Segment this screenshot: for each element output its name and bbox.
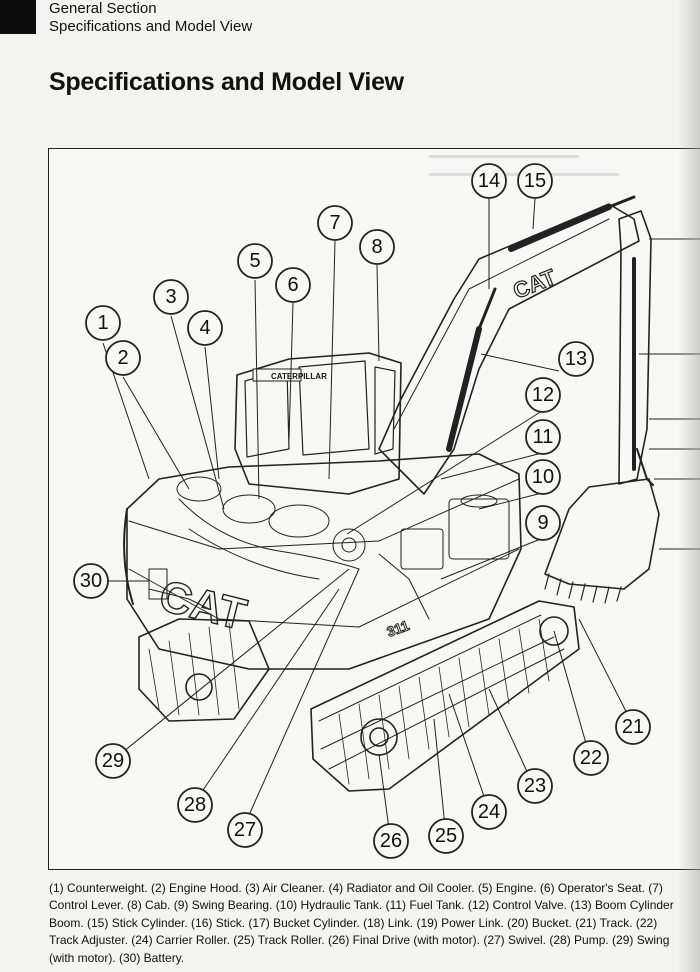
callout-14: 14: [478, 170, 500, 192]
cat-side-lettering: CAT: [155, 571, 252, 640]
callout-3: 3: [165, 286, 176, 308]
callout-4: 4: [199, 317, 210, 339]
section-tab-marker: [0, 0, 36, 34]
callout-11: 11: [533, 426, 554, 448]
boom: [378, 203, 640, 495]
callout-23: 23: [524, 775, 546, 797]
front-track: [310, 600, 580, 792]
running-header-subsection: Specifications and Model View: [49, 18, 253, 35]
callout-6: 6: [287, 274, 298, 296]
callout-25: 25: [435, 825, 457, 847]
page-title: Specifications and Model View: [49, 68, 404, 96]
callout-27: 27: [234, 819, 256, 841]
callout-1: 1: [97, 312, 108, 334]
bucket: [544, 478, 660, 590]
idler-wheel: [539, 616, 569, 646]
page-binding-shadow: [678, 0, 700, 972]
callout-2: 2: [117, 347, 128, 369]
caption-line: Boom. (15) Stick Cylinder. (16) Stick. (…: [49, 915, 658, 930]
running-header-section: General Section: [49, 0, 157, 17]
callout-10: 10: [532, 466, 554, 488]
hydraulic-tank: [448, 498, 510, 560]
cab: [234, 352, 402, 495]
cab-brand-lettering: CATERPILLAR: [271, 372, 327, 381]
caption-line: Track Adjuster. (24) Carrier Roller. (25…: [49, 933, 670, 948]
callout-12: 12: [532, 384, 554, 406]
rear-track: [138, 618, 270, 722]
upper-structure: [126, 453, 522, 670]
callout-30: 30: [80, 570, 102, 592]
callout-15: 15: [524, 170, 546, 192]
callout-28: 28: [184, 794, 206, 816]
bleed-through-line: [429, 155, 579, 158]
model-mark: 311: [385, 617, 412, 640]
callout-21: 21: [622, 716, 644, 738]
caption-line: (with motor). (30) Battery.: [49, 950, 185, 965]
callout-8: 8: [371, 236, 382, 258]
excavator-illustration: CATERPILLAR CAT CAT 311: [73, 163, 700, 859]
stick: [618, 210, 652, 485]
callout-22: 22: [580, 747, 602, 769]
callout-13: 13: [565, 348, 587, 370]
figure-caption: (1) Counterweight. (2) Engine Hood. (3) …: [49, 880, 700, 967]
cat-boom-lettering: CAT: [510, 264, 560, 304]
callout-24: 24: [478, 801, 500, 823]
callout-9: 9: [537, 512, 548, 534]
callout-5: 5: [249, 250, 260, 272]
caption-line: (1) Counterweight. (2) Engine Hood. (3) …: [49, 881, 663, 895]
callout-7: 7: [329, 212, 340, 234]
callout-29: 29: [102, 750, 124, 772]
callout-26: 26: [380, 830, 402, 852]
excavator-model-view-figure: CATERPILLAR CAT CAT 311: [48, 148, 700, 870]
caption-line: Control Lever. (8) Cab. (9) Swing Bearin…: [49, 898, 674, 913]
